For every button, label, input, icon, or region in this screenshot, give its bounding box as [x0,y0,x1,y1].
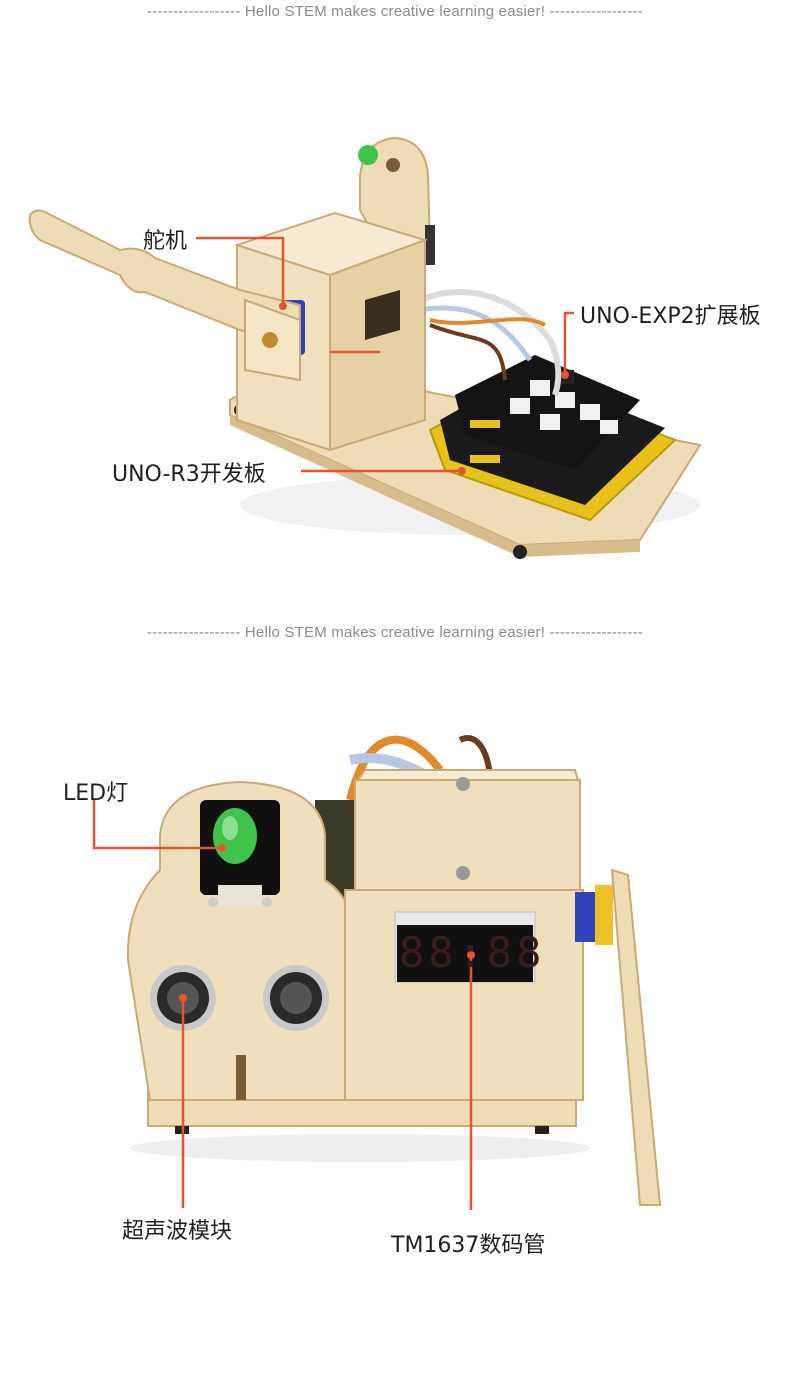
label-ultrasonic: 超声波模块 [122,1219,233,1244]
servo-arm-shape [28,209,301,382]
label-led: LED灯 [63,781,129,806]
uno-exp2-board-shape [455,355,640,470]
sensor-panel-shape [126,780,357,1101]
label-expansion-board: UNO-EXP2扩展板 [580,304,761,329]
product-photo-bottom [92,735,662,1210]
seven-segment-display: 88:88 [399,928,546,977]
slogan-banner-top: ------------------ Hello STEM makes crea… [147,3,643,20]
display-box-shape [344,769,584,1101]
label-servo: 舵机 [143,229,188,254]
label-display: TM1637数码管 [391,1233,546,1258]
label-main-board: UNO-R3开发板 [112,462,266,487]
slogan-banner-bottom: ------------------ Hello STEM makes crea… [147,624,643,641]
product-photo-top [28,136,702,559]
